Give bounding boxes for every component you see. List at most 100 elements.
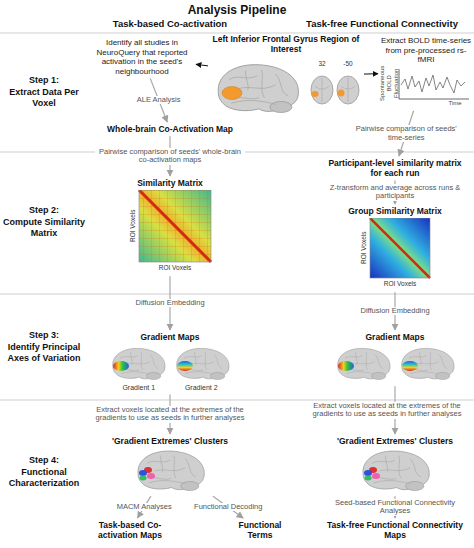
flow-node: Task-based Co-activation Maps xyxy=(84,520,176,540)
node-heading: Task-based Co-activation Maps xyxy=(84,520,176,540)
divider-line xyxy=(0,33,474,34)
edge-label: Functional Decoding xyxy=(192,503,264,512)
divider-line xyxy=(0,400,474,401)
slice-coordinate: -50 xyxy=(337,60,359,67)
axis-label: ROI Voxels xyxy=(360,218,367,278)
signal-trace xyxy=(401,75,465,93)
slice-coordinate: 32 xyxy=(311,60,333,67)
brain-lateral xyxy=(401,349,453,380)
node-heading: Whole-brain Co-Activation Map xyxy=(95,124,245,134)
flow-node: Similarity Matrix ROI VoxelsROI Voxels xyxy=(110,178,230,274)
node-heading: Identify all studies in NeuroQuery that … xyxy=(90,38,194,76)
flow-node: 'Gradient Extremes' Clusters xyxy=(95,436,245,494)
matrix-illustration: ROI VoxelsROI Voxels xyxy=(127,190,213,274)
gradient-blob xyxy=(338,361,354,371)
sub-label-row: Gradient 1 Gradient 2 xyxy=(108,384,233,392)
flow-node: Participant-level similarity matrix for … xyxy=(325,158,465,178)
flow-node: Task-free Functional Connectivity Maps xyxy=(318,520,472,540)
step-name: Compute Similarity Matrix xyxy=(2,217,86,239)
node-heading: Left Inferior Frontal Gyrus Region of In… xyxy=(210,34,362,54)
axis-label: ROI Voxels xyxy=(370,280,430,287)
similarity-heatmap xyxy=(358,218,432,290)
flow-arrow xyxy=(196,64,208,66)
edge-label: Diffusion Embedding xyxy=(359,307,432,316)
brain-roi-drawing xyxy=(211,56,361,118)
flow-arrow xyxy=(364,73,378,74)
gradient-illustration xyxy=(108,344,233,384)
gradient-brains xyxy=(108,344,233,384)
edge-label: Extract voxels located at the extremes o… xyxy=(302,402,472,419)
flow-node: 'Gradient Extremes' Clusters xyxy=(320,436,470,494)
step-number: Step 4: xyxy=(2,455,86,466)
cluster xyxy=(147,473,155,479)
node-heading: Functional Terms xyxy=(228,520,292,540)
cluster xyxy=(139,470,147,476)
matrix-illustration: ROI VoxelsROI Voxels xyxy=(358,218,432,290)
edge-label: Pairwise comparison of seeds' time-serie… xyxy=(346,125,466,142)
flow-node: Functional Terms xyxy=(228,520,292,540)
flow-node: Whole-brain Co-Activation Map xyxy=(95,124,245,134)
brain-lateral xyxy=(218,65,298,113)
clusters-illustration xyxy=(130,448,210,494)
heatmap xyxy=(139,190,211,262)
edge-label: Seed-based Functional Connectivity Analy… xyxy=(320,499,470,516)
flow-node: Left Inferior Frontal Gyrus Region of In… xyxy=(210,34,362,118)
brain-lateral xyxy=(337,349,389,380)
sub-label: Gradient 2 xyxy=(185,384,218,392)
column-header: Task-free Functional Connectivity xyxy=(290,18,474,29)
node-heading: Group Similarity Matrix xyxy=(325,206,465,216)
sub-label: Gradient 1 xyxy=(122,384,155,392)
gradient-illustration xyxy=(333,344,458,384)
roi-blob xyxy=(222,87,242,100)
step-name: Extract Data Per Voxel xyxy=(2,87,86,109)
roi-blob xyxy=(312,91,319,97)
axis xyxy=(399,69,469,99)
cluster xyxy=(365,476,372,481)
clusters-illustration xyxy=(355,448,435,494)
gradient-blob xyxy=(177,361,193,371)
column-header: Task-based Co-activation xyxy=(80,18,260,29)
node-heading: Extract BOLD time-series from pre-proces… xyxy=(380,36,472,65)
step-name: Identify Principal Axes of Variation xyxy=(2,342,86,364)
roi-illustration: 32 -50 xyxy=(211,56,361,118)
flow-node: Extract BOLD time-series from pre-proces… xyxy=(380,36,472,109)
brain-lateral xyxy=(363,451,429,491)
flow-node: Gradient Maps xyxy=(325,332,465,384)
brain-slice xyxy=(311,76,333,104)
step-number: Step 2: xyxy=(2,205,86,216)
flow-node: Gradient Maps Gradient 1Gradient 2 xyxy=(100,332,240,393)
flow-node: Identify all studies in NeuroQuery that … xyxy=(90,38,194,76)
node-heading: Task-free Functional Connectivity Maps xyxy=(318,520,472,540)
brain-slice xyxy=(337,76,359,104)
brain-lateral xyxy=(176,349,228,380)
axis-label: ROI Voxels xyxy=(129,190,136,262)
edge-label: ALE Analysis xyxy=(135,96,183,105)
cluster-brain xyxy=(130,448,210,494)
timeseries-illustration: Spontaneous BOLD FluctuationTime xyxy=(381,67,471,109)
edge-label: Z-transform and average across runs & pa… xyxy=(320,184,470,201)
edge-label: Diffusion Embedding xyxy=(134,299,207,308)
edge-label: MACM Analyses xyxy=(115,503,174,512)
heatmap xyxy=(370,218,430,278)
cluster xyxy=(140,476,147,481)
step-number: Step 3: xyxy=(2,330,86,341)
step-number: Step 1: xyxy=(2,75,86,86)
cluster-brain xyxy=(355,448,435,494)
diagram-title: Analysis Pipeline xyxy=(0,3,474,17)
cluster xyxy=(372,473,380,479)
cluster xyxy=(364,470,372,476)
divider-line xyxy=(0,294,474,295)
brain-lateral xyxy=(138,451,204,491)
brain-lateral xyxy=(112,349,164,380)
step-name: Functional Characterization xyxy=(2,467,86,489)
gradient-blob xyxy=(113,361,129,371)
diagonal xyxy=(139,190,211,262)
node-heading: Similarity Matrix xyxy=(110,178,230,188)
flow-node: Group Similarity Matrix ROI VoxelsROI Vo… xyxy=(325,206,465,290)
edge-label: Extract voxels located at the extremes o… xyxy=(85,406,255,423)
diagonal xyxy=(370,218,430,278)
gradient-blob xyxy=(402,361,418,371)
edge-label: Pairwise comparison of seeds' whole-brai… xyxy=(95,148,245,165)
similarity-heatmap xyxy=(127,190,213,274)
